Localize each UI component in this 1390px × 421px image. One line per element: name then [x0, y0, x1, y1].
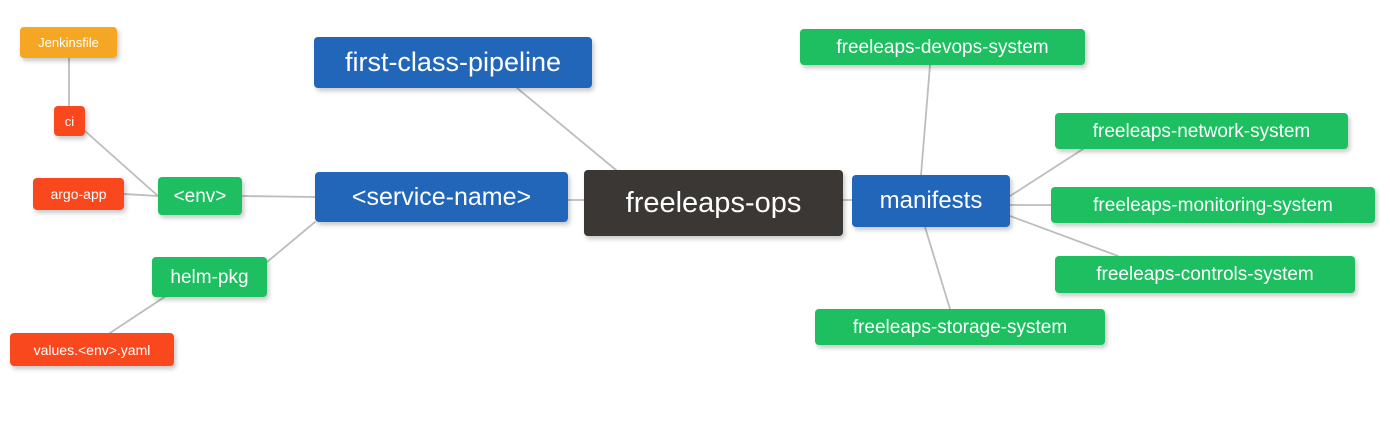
- mindmap-node-pipeline[interactable]: first-class-pipeline: [314, 37, 592, 88]
- mindmap-node-jenkinsfile[interactable]: Jenkinsfile: [20, 27, 117, 58]
- mindmap-node-label: <service-name>: [351, 182, 532, 211]
- edge-service-name-to-helm-pkg: [266, 221, 316, 263]
- mindmap-node-label: freeleaps-storage-system: [852, 316, 1068, 338]
- mindmap-node-label: ci: [64, 113, 75, 129]
- mindmap-node-devops[interactable]: freeleaps-devops-system: [800, 29, 1085, 65]
- mindmap-node-label: freeleaps-devops-system: [836, 36, 1049, 58]
- mindmap-node-label: argo-app: [50, 186, 107, 202]
- mindmap-node-manifests[interactable]: manifests: [852, 175, 1010, 227]
- mindmap-node-label: freeleaps-monitoring-system: [1093, 194, 1333, 216]
- edge-env-to-service-name: [241, 195, 316, 198]
- mindmap-node-label: freeleaps-ops: [625, 186, 802, 219]
- edge-manifests-to-storage: [924, 226, 951, 310]
- mindmap-node-label: helm-pkg: [170, 266, 249, 288]
- mindmap-node-monitoring[interactable]: freeleaps-monitoring-system: [1051, 187, 1375, 223]
- edge-pipeline-to-freeleaps-ops: [516, 87, 617, 171]
- mindmap-node-label: freeleaps-network-system: [1092, 120, 1311, 142]
- mindmap-node-label: Jenkinsfile: [38, 35, 99, 50]
- mindmap-node-helm-pkg[interactable]: helm-pkg: [152, 257, 267, 297]
- edge-argo-app-to-env: [123, 193, 159, 197]
- edge-manifests-to-devops: [920, 64, 931, 176]
- mindmap-node-label: manifests: [879, 187, 983, 214]
- mindmap-node-service-name[interactable]: <service-name>: [315, 172, 568, 222]
- mindmap-node-ci[interactable]: ci: [54, 106, 85, 136]
- mindmap-node-env[interactable]: <env>: [158, 177, 242, 215]
- mindmap-node-storage[interactable]: freeleaps-storage-system: [815, 309, 1105, 345]
- mindmap-node-argo-app[interactable]: argo-app: [33, 178, 124, 210]
- mindmap-node-label: freeleaps-controls-system: [1096, 264, 1314, 285]
- edge-helm-pkg-to-values-yaml: [109, 291, 173, 334]
- mindmap-node-label: first-class-pipeline: [344, 47, 562, 77]
- mindmap-node-label: <env>: [173, 185, 227, 207]
- mindmap-node-values-yaml[interactable]: values.<env>.yaml: [10, 333, 174, 366]
- mindmap-node-network[interactable]: freeleaps-network-system: [1055, 113, 1348, 149]
- mindmap-node-freeleaps-ops[interactable]: freeleaps-ops: [584, 170, 843, 236]
- mindmap-node-controls[interactable]: freeleaps-controls-system: [1055, 256, 1355, 293]
- mindmap-node-label: values.<env>.yaml: [33, 341, 151, 358]
